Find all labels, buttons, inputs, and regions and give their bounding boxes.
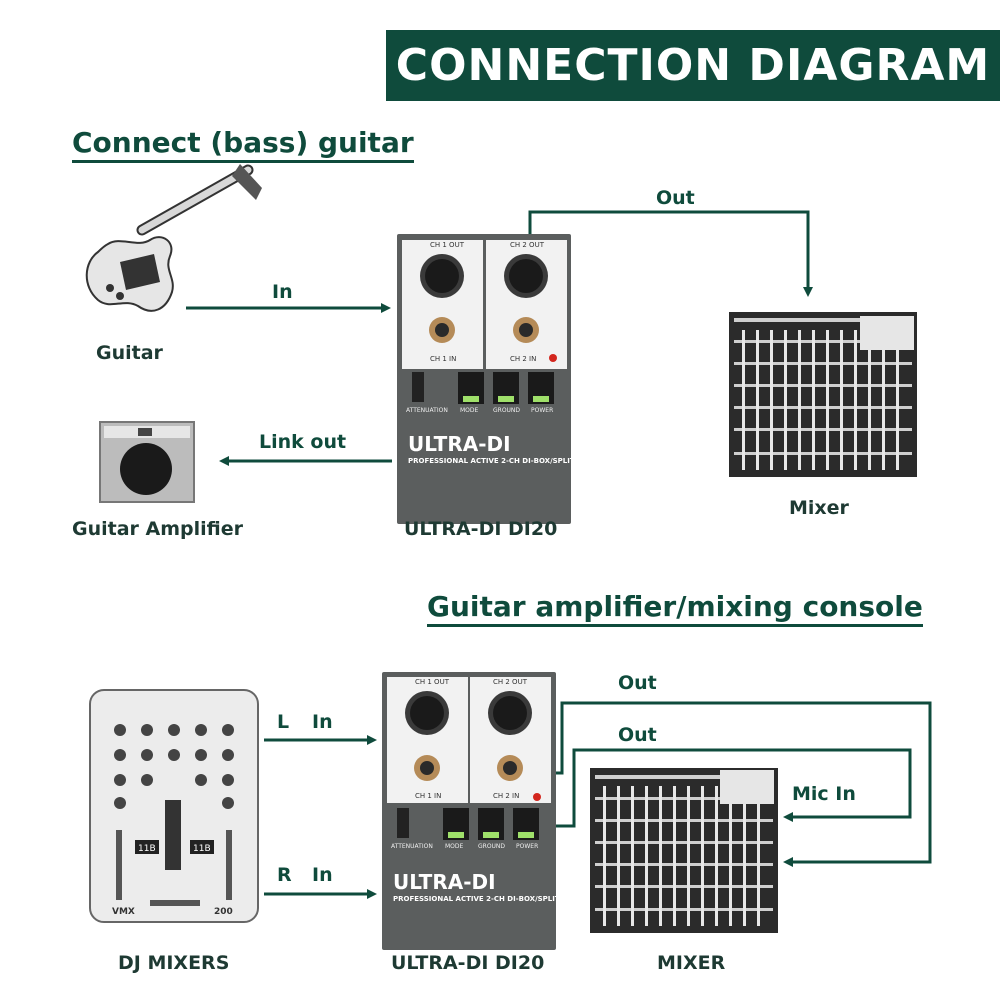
dj-model: 200 [214, 907, 233, 917]
di1-brand: ULTRA-DI [408, 432, 511, 456]
di-caption-section1: ULTRA-DI DI20 [404, 518, 558, 540]
di-out-label: Out [656, 187, 695, 209]
l-channel-label: L [277, 711, 290, 733]
di2-ch1-in-label: CH 1 IN [415, 792, 441, 800]
di2-subtitle: PROFESSIONAL ACTIVE 2-CH DI-BOX/SPLITTER [393, 895, 575, 903]
di1-subtitle: PROFESSIONAL ACTIVE 2-CH DI-BOX/SPLITTER [408, 457, 590, 465]
section1-heading: Connect (bass) guitar [72, 126, 414, 163]
di1-ch2-out-label: CH 2 OUT [510, 241, 545, 249]
di1-power-label: POWER [531, 407, 553, 414]
diagram-title-banner: CONNECTION DIAGRAM [386, 30, 1000, 101]
dj-display-left: 11B [138, 844, 156, 854]
l-in-label: In [312, 711, 333, 733]
out2-to-mic-in-route [540, 748, 912, 828]
di2-power-led-icon [533, 793, 541, 801]
out1-to-mic-in-route [530, 701, 932, 867]
di2-ch1-out-label: CH 1 OUT [415, 678, 450, 686]
di2-attenuation-label: ATTENUATION [391, 843, 433, 850]
diagram-title: CONNECTION DIAGRAM [395, 40, 991, 91]
mic-in-label: Mic In [792, 783, 856, 805]
di1-ch1-out-label: CH 1 OUT [430, 241, 465, 249]
di1-mode-label: MODE [460, 407, 479, 414]
out-label-2: Out [618, 724, 657, 746]
di2-mode-label: MODE [445, 843, 464, 850]
di1-attenuation-label: ATTENUATION [406, 407, 448, 414]
di-out-to-mixer-arrow [528, 210, 813, 297]
guitar-amplifier-caption: Guitar Amplifier [72, 518, 243, 540]
di2-ch2-out-label: CH 2 OUT [493, 678, 528, 686]
di2-ground-label: GROUND [478, 843, 505, 850]
di2-attenuation-switch [397, 808, 409, 838]
dj-mixers-caption: DJ MIXERS [118, 952, 230, 974]
section2-heading: Guitar amplifier/mixing console [427, 590, 923, 627]
guitar-caption: Guitar [96, 342, 163, 364]
guitar-in-label: In [272, 281, 293, 303]
r-in-label: In [312, 864, 333, 886]
di2-brand: ULTRA-DI [393, 870, 496, 894]
link-out-label: Link out [259, 431, 347, 453]
di2-ch2-in-label: CH 2 IN [493, 792, 519, 800]
di2-power-label: POWER [516, 843, 538, 850]
r-channel-label: R [277, 864, 292, 886]
mixer-caption-section1: Mixer [789, 497, 849, 519]
mixer-caption-section2: MIXER [657, 952, 726, 974]
di1-ch2-in-label: CH 2 IN [510, 355, 536, 363]
di1-ground-label: GROUND [493, 407, 520, 414]
dj-display-right: 11B [193, 844, 211, 854]
out-label-1: Out [618, 672, 657, 694]
dj-brand: VMX [112, 907, 135, 917]
di1-attenuation-switch [412, 372, 424, 402]
di-caption-section2: ULTRA-DI DI20 [391, 952, 545, 974]
di1-power-led-icon [549, 354, 557, 362]
di1-ch1-in-label: CH 1 IN [430, 355, 456, 363]
